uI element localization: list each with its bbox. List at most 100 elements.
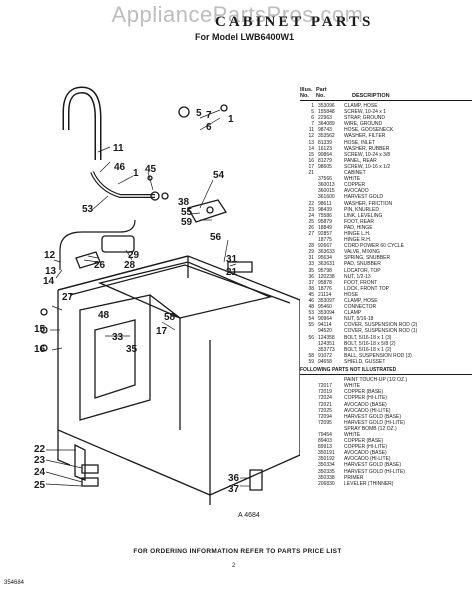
document-code: 354684	[4, 580, 25, 586]
part-number: 92857	[318, 230, 332, 237]
callout-25: 25	[34, 480, 46, 491]
part-number: 98439	[318, 206, 332, 213]
part-description: CABINET	[344, 170, 366, 177]
part-number: 21114	[318, 291, 332, 298]
part-number: 90964	[318, 316, 332, 323]
part-description: SCREW, 10-24 x 1	[344, 109, 386, 116]
part-description: COPPER (HI-LITE)	[344, 444, 388, 451]
part-number: 72094	[318, 413, 332, 420]
part-description: COPPER (BASE)	[344, 389, 384, 396]
part-description: NUT, 5/16-18	[344, 316, 374, 323]
part-description: PANEL, REAR	[344, 157, 377, 164]
part-description: PAD, SNUBBER	[344, 261, 381, 268]
part-number: 95878	[318, 279, 332, 286]
following-row: 72025 AVOCADO (HI-LITE)	[300, 408, 472, 414]
part-description: BALL, SUSPENSION ROD (3)	[344, 352, 412, 359]
part-number: 364089	[318, 121, 335, 128]
part-description: BOLT, 5/16-18 x 1 (3)	[344, 334, 392, 341]
parts-row: 18775 HINGE R.H.	[300, 237, 472, 243]
part-description: HARVEST GOLD (HI-LITE)	[344, 419, 405, 426]
callout-38: 38	[178, 197, 190, 208]
part-number: 75586	[318, 212, 332, 219]
part-number: 89403	[318, 438, 332, 445]
part-number: 95798	[318, 267, 332, 274]
part-description: CORD POWER 60 CYCLE	[344, 243, 405, 250]
callout-46: 46	[114, 162, 126, 173]
part-illus-no: 1	[311, 103, 314, 109]
callout-35: 35	[126, 344, 138, 355]
callout-1: 1	[228, 114, 234, 125]
part-number: 155848	[318, 109, 335, 116]
part-number: 81339	[318, 139, 332, 146]
part-description: SHIELD, GUSSET	[344, 358, 386, 365]
part-description: AVOCADO	[344, 188, 369, 195]
part-description: FOOT, REAR	[344, 218, 375, 225]
part-description: COVER, SUSPENSION ROD (1)	[344, 328, 418, 335]
part-number: 90864	[318, 151, 332, 158]
callout-37: 37	[228, 484, 240, 495]
part-illus-no: 15	[308, 151, 314, 158]
part-illus-no: 33	[308, 261, 314, 268]
part-illus-no: 53	[308, 310, 314, 317]
callout-53: 53	[82, 204, 94, 215]
part-illus-no: 37	[308, 279, 314, 286]
part-illus-no: 31	[308, 255, 314, 262]
callout-23: 23	[34, 455, 46, 466]
part-description: COPPER	[344, 182, 366, 189]
part-number: 124351	[318, 340, 335, 347]
part-number: 37566	[318, 176, 332, 183]
part-illus-no: 17	[308, 163, 314, 170]
part-description: VALVE, MIXING	[344, 249, 380, 256]
part-description: LINK, LEVELING	[344, 212, 383, 219]
figure-code: A 4684	[238, 512, 260, 519]
part-number: 98743	[318, 127, 332, 134]
part-description: HARVEST GOLD	[344, 194, 383, 201]
suspension-cover	[187, 199, 228, 223]
part-number: 206830	[318, 480, 335, 487]
part-description: WHITE	[344, 383, 361, 390]
part-description: WHITE	[344, 176, 361, 183]
part-description: LOCK, FRONT TOP	[344, 285, 390, 292]
part-illus-no: 11	[308, 127, 314, 134]
part-number: 18775	[318, 237, 332, 244]
part-description: AVOCADO (HI-LITE)	[344, 407, 391, 414]
callout-26: 26	[94, 260, 106, 271]
page-title: CABINET PARTS	[215, 14, 374, 30]
part-number: 18776	[318, 285, 332, 292]
part-number: 72021	[318, 401, 332, 408]
part-illus-no: 24	[308, 212, 314, 219]
part-description: CLAMP, HOSE	[344, 298, 378, 304]
part-number: 72019	[318, 389, 332, 396]
part-description: HINGE R.H.	[344, 237, 372, 244]
part-number: 350338	[318, 474, 335, 481]
part-description: CLAMP	[344, 310, 362, 317]
part-illus-no: 16	[308, 157, 314, 164]
part-illus-no: 55	[308, 322, 314, 329]
part-number: 72025	[318, 407, 332, 414]
part-description: WASHER, RUBBER	[344, 145, 390, 152]
callout-55: 55	[181, 207, 193, 218]
part-illus-no: 56	[308, 334, 314, 341]
